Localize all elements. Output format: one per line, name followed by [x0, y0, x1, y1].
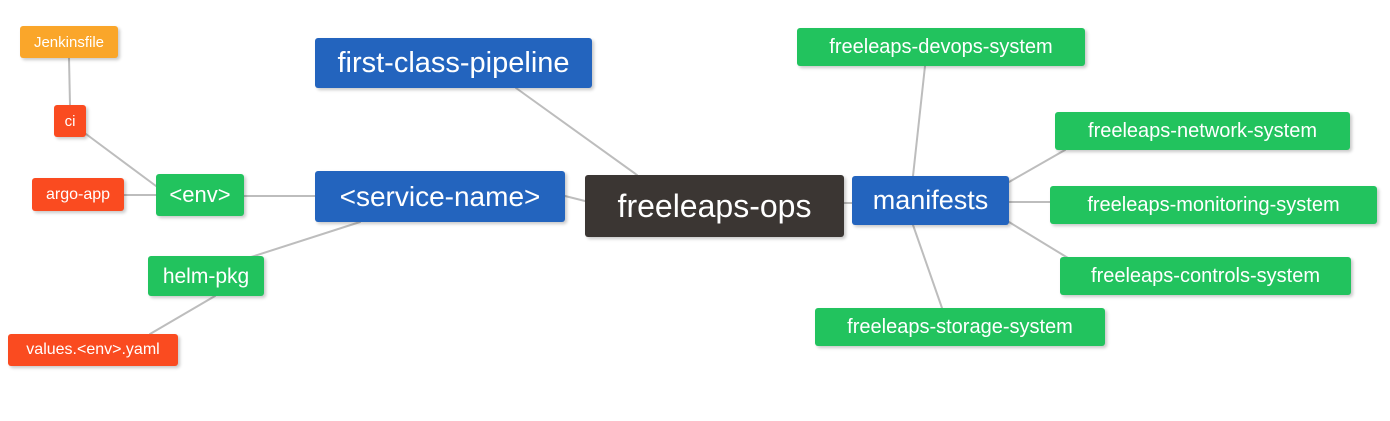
node-freeleaps-devops-system[interactable]: freeleaps-devops-system	[797, 28, 1085, 66]
node-label-values-yaml: values.<env>.yaml	[26, 341, 160, 358]
edge-helm-pkg-to-service-name	[247, 221, 361, 259]
node-label-service-name: <service-name>	[339, 180, 541, 212]
node-ci[interactable]: ci	[54, 105, 86, 137]
node-argo-app[interactable]: argo-app	[32, 178, 124, 211]
node-label-freeleaps-ops: freeleaps-ops	[617, 188, 812, 224]
node-freeleaps-controls-system[interactable]: freeleaps-controls-system	[1060, 257, 1351, 295]
node-label-freeleaps-monitoring-system: freeleaps-monitoring-system	[1087, 194, 1340, 216]
node-label-freeleaps-devops-system: freeleaps-devops-system	[829, 36, 1053, 58]
node-first-class-pipeline[interactable]: first-class-pipeline	[315, 38, 592, 88]
edge-values-yaml-to-helm-pkg	[149, 295, 216, 335]
node-label-jenkinsfile: Jenkinsfile	[33, 33, 105, 51]
node-label-ci: ci	[64, 112, 76, 130]
node-label-env: <env>	[169, 182, 231, 207]
node-label-first-class-pipeline: first-class-pipeline	[337, 46, 570, 79]
node-freeleaps-storage-system[interactable]: freeleaps-storage-system	[815, 308, 1105, 346]
node-helm-pkg[interactable]: helm-pkg	[148, 256, 264, 296]
node-service-name[interactable]: <service-name>	[315, 171, 565, 222]
node-freeleaps-network-system[interactable]: freeleaps-network-system	[1055, 112, 1350, 150]
node-env[interactable]: <env>	[156, 174, 244, 216]
edge-first-class-pipeline-to-freeleaps-ops	[515, 87, 638, 176]
node-jenkinsfile[interactable]: Jenkinsfile	[20, 26, 118, 58]
edge-service-name-to-freeleaps-ops	[564, 195, 586, 202]
edge-freeleaps-controls-system-to-manifests	[1008, 221, 1069, 259]
node-values-yaml[interactable]: values.<env>.yaml	[8, 334, 178, 366]
edge-freeleaps-storage-system-to-manifests	[912, 224, 943, 309]
node-label-freeleaps-network-system: freeleaps-network-system	[1088, 120, 1317, 142]
node-manifests[interactable]: manifests	[852, 176, 1009, 225]
node-freeleaps-ops[interactable]: freeleaps-ops	[585, 175, 844, 237]
node-freeleaps-monitoring-system[interactable]: freeleaps-monitoring-system	[1050, 186, 1377, 224]
edge-freeleaps-network-system-to-manifests	[1008, 149, 1066, 183]
node-label-helm-pkg: helm-pkg	[162, 264, 250, 288]
node-label-freeleaps-storage-system: freeleaps-storage-system	[847, 316, 1073, 338]
node-label-manifests: manifests	[872, 185, 989, 215]
edge-freeleaps-devops-system-to-manifests	[912, 65, 926, 177]
edge-jenkinsfile-to-ci	[68, 57, 71, 106]
node-label-freeleaps-controls-system: freeleaps-controls-system	[1091, 265, 1320, 287]
node-label-argo-app: argo-app	[45, 185, 111, 203]
edge-ci-to-env	[85, 133, 157, 187]
